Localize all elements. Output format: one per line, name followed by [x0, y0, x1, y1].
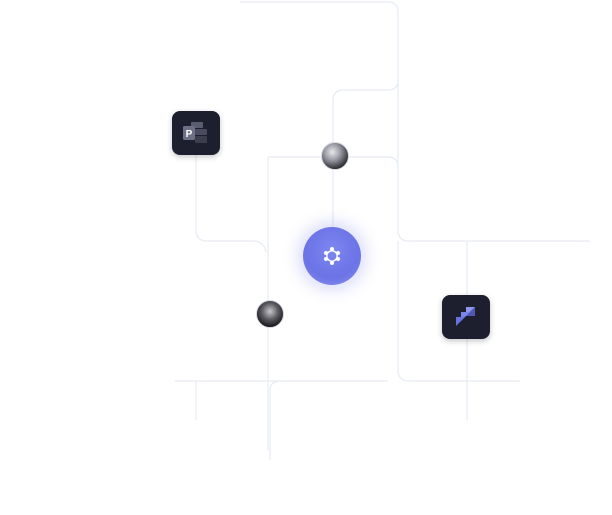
- connector-line: [332, 79, 399, 142]
- connector-line: [240, 1, 590, 242]
- connector-line: [347, 156, 399, 168]
- hub-network-icon: [324, 247, 340, 265]
- user-avatar-left[interactable]: [256, 300, 284, 328]
- connector-line: [397, 241, 520, 382]
- jira-app-tile[interactable]: [442, 295, 490, 339]
- jira-icon: [456, 307, 475, 326]
- user-avatar-top[interactable]: [321, 142, 349, 170]
- project-app-tile[interactable]: P: [172, 111, 220, 155]
- connector-line: [195, 155, 267, 253]
- project-letter: P: [186, 129, 193, 140]
- hub-node[interactable]: [303, 227, 361, 285]
- microsoft-project-icon: P: [183, 122, 207, 143]
- connector-line: [269, 380, 281, 460]
